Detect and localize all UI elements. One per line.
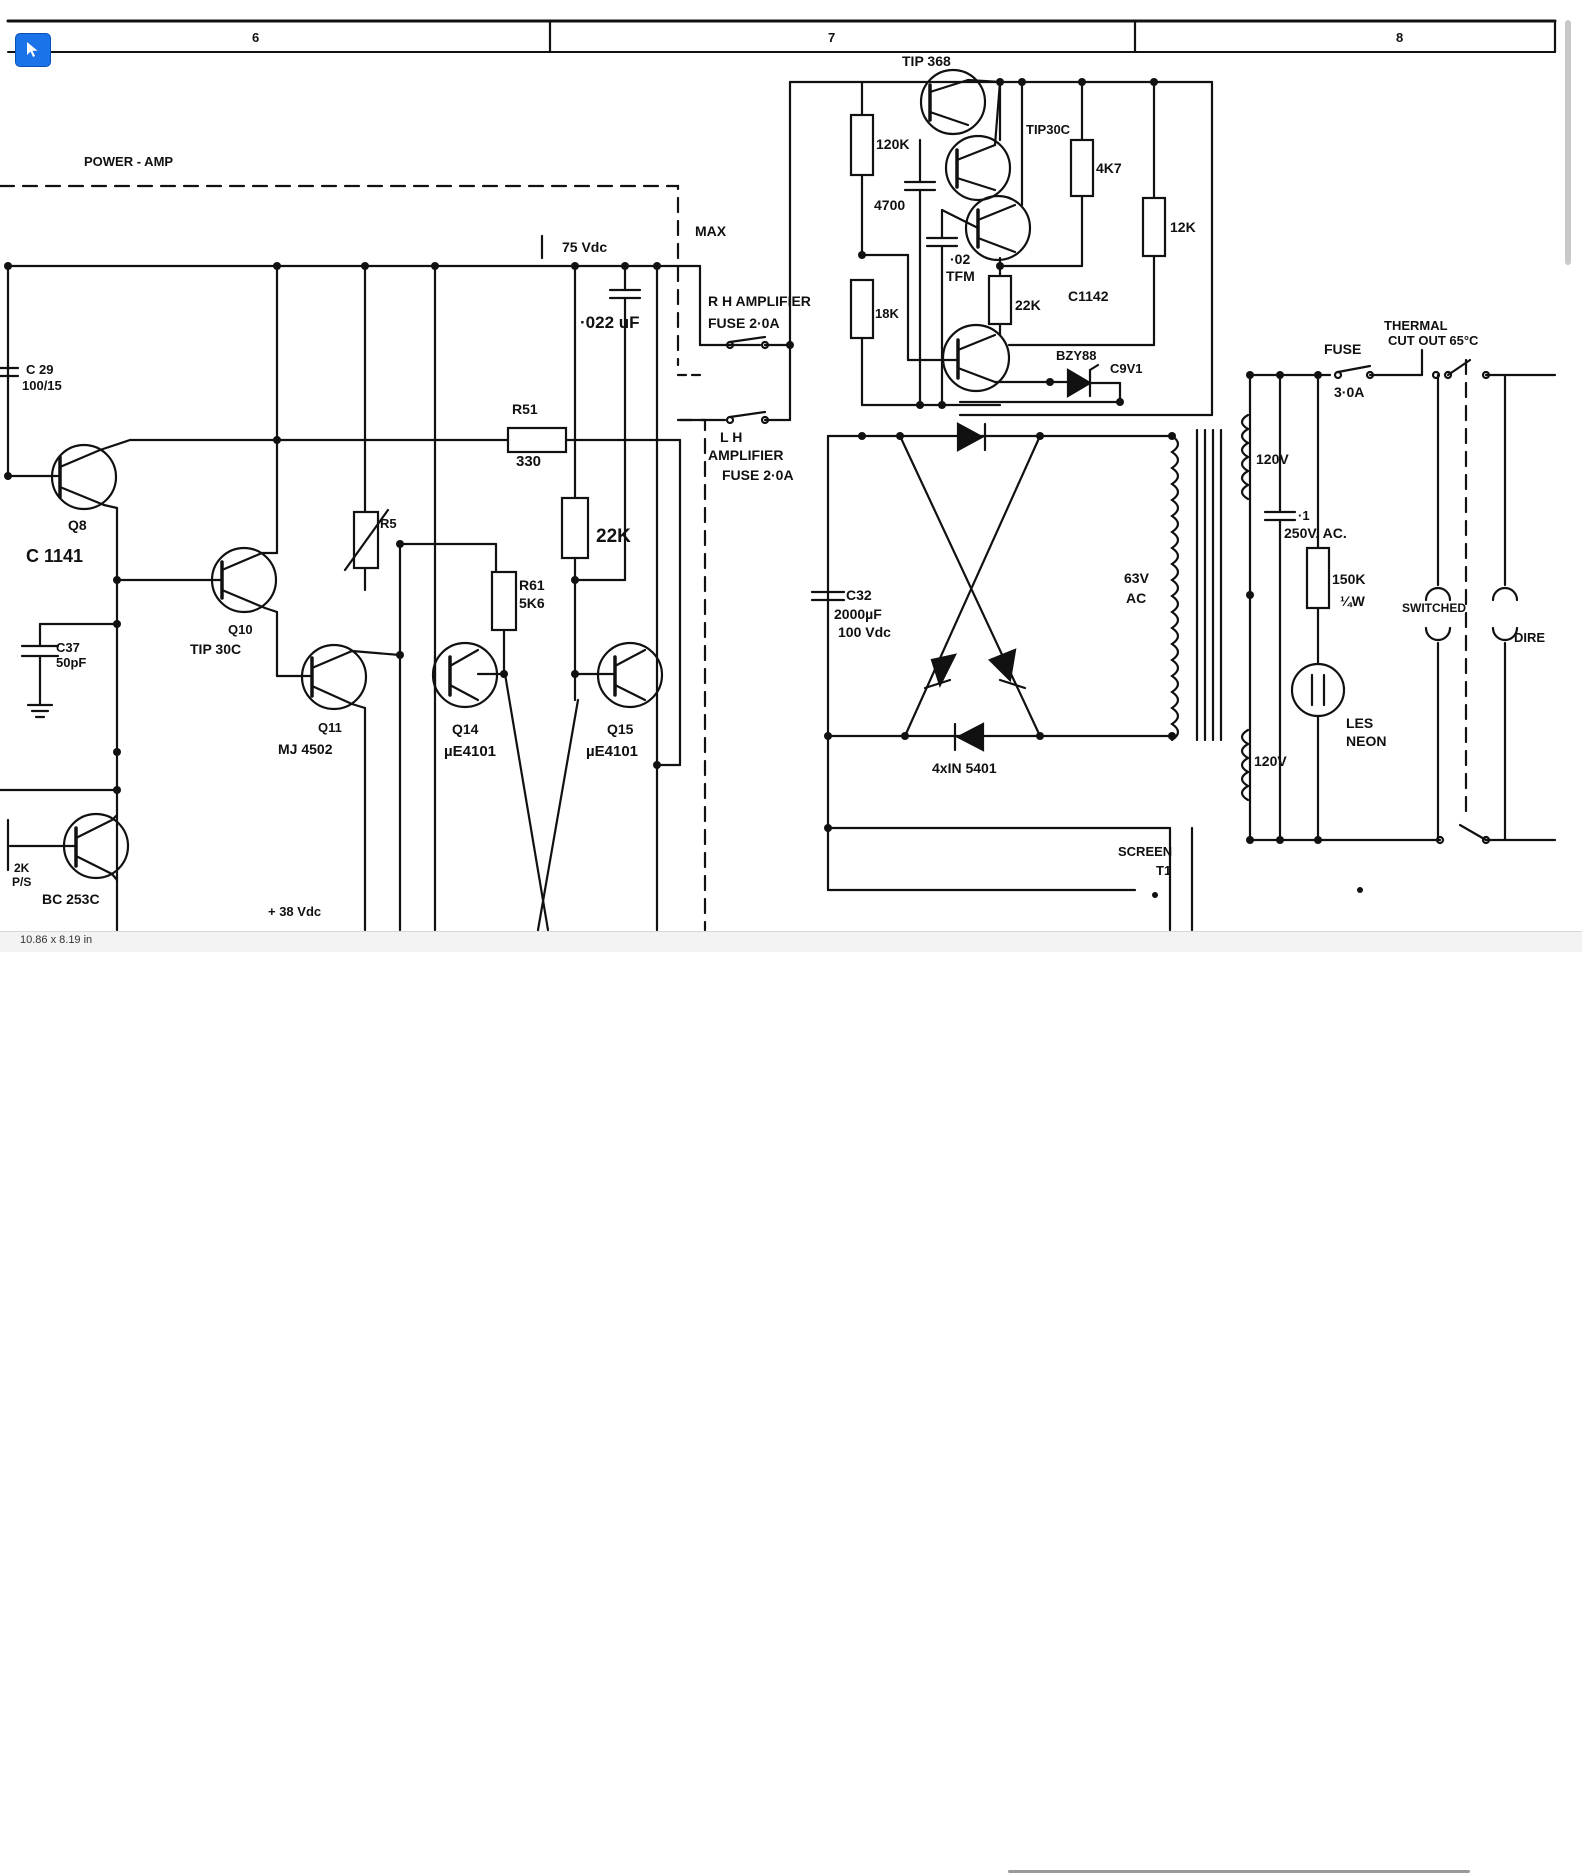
label-4700: 4700	[874, 197, 905, 213]
label-cap-022: ·022 uF	[580, 313, 640, 332]
label-bzy88: BZY88	[1056, 348, 1096, 363]
label-c29-val: 100/15	[22, 378, 62, 393]
label-38vdc: + 38 Vdc	[268, 904, 321, 919]
label-r61: R61	[519, 577, 545, 593]
label-63v: 63V	[1124, 570, 1150, 586]
label-q10: Q10	[228, 622, 253, 637]
label-r22k-left: 22K	[596, 526, 631, 547]
page-dimensions: 10.86 x 8.19 in	[20, 934, 93, 946]
label-4xin5401: 4xIN 5401	[932, 760, 997, 776]
label-max: MAX	[695, 223, 727, 239]
schematic-diagram: 6 7 8 POWER - AMP MAX 75 Vdc ·022 uF C 2…	[0, 19, 1557, 932]
label-screen: SCREEN	[1118, 844, 1172, 859]
label-c32-val: 2000µF	[834, 606, 882, 622]
label-power-amp: POWER - AMP	[84, 154, 173, 169]
label-les: LES	[1346, 715, 1373, 731]
label-2k: 2K	[14, 861, 30, 875]
label-thermal: THERMAL	[1384, 318, 1448, 333]
label-cutout: CUT OUT 65°C	[1388, 333, 1479, 348]
label-fuse: FUSE	[1324, 341, 1361, 357]
label-mj4502: MJ 4502	[278, 741, 333, 757]
label-150k: 150K	[1332, 571, 1365, 587]
label-12k: 12K	[1170, 219, 1196, 235]
label-c1142: C1142	[1068, 288, 1109, 304]
label-lh-amplifier: AMPLIFIER	[708, 447, 783, 463]
label-22k-reg: 22K	[1015, 297, 1041, 313]
label-q8: Q8	[68, 517, 87, 533]
select-tool-button[interactable]	[16, 34, 50, 66]
label-r5: R5	[380, 516, 397, 531]
label-c32: C32	[846, 587, 872, 603]
label-lh-fuse: FUSE 2·0A	[722, 467, 794, 483]
ruler-col-8: 8	[1396, 30, 1403, 45]
label-rh-amplifier: R H AMPLIFIER	[708, 293, 811, 309]
ruler-col-7: 7	[828, 30, 835, 45]
label-tip30c-q10: TIP 30C	[190, 641, 241, 657]
label-q11: Q11	[318, 720, 342, 735]
label-02: ·02	[950, 251, 970, 267]
status-bar: 10.86 x 8.19 in	[0, 931, 1582, 1873]
label-c37: C37	[56, 640, 80, 655]
label-bc253c: BC 253C	[42, 891, 100, 907]
label-250v-ac: 250V. AC.	[1284, 525, 1347, 541]
label-4k7: 4K7	[1096, 160, 1122, 176]
label-q15: Q15	[607, 721, 634, 737]
label-quarter-w: ¼W	[1340, 593, 1366, 609]
label-r51-val: 330	[516, 453, 541, 470]
label-ac: AC	[1126, 590, 1146, 606]
label-c1141: C 1141	[26, 546, 83, 566]
label-tip30c-reg: TIP30C	[1026, 122, 1071, 137]
label-switched: SWITCHED	[1402, 601, 1466, 615]
label-ue4101-b: µE4101	[586, 743, 638, 760]
label-t1: T1	[1156, 863, 1171, 878]
label-rh-fuse: FUSE 2·0A	[708, 315, 780, 331]
label-c9v1: C9V1	[1110, 361, 1143, 376]
label-r61-val: 5K6	[519, 595, 545, 611]
label-75vdc: 75 Vdc	[562, 239, 607, 255]
document-viewer: 6 7 8 POWER - AMP MAX 75 Vdc ·022 uF C 2…	[0, 19, 1582, 1873]
ruler-col-6: 6	[252, 30, 259, 45]
label-q14: Q14	[452, 721, 479, 737]
label-lh: L H	[720, 429, 742, 445]
label-18k: 18K	[875, 306, 899, 321]
label-fuse-val: 3·0A	[1334, 384, 1364, 400]
label-120v-top: 120V	[1256, 451, 1289, 467]
label-direct: DIRE	[1514, 630, 1545, 645]
label-120v-bottom: 120V	[1254, 753, 1287, 769]
label-r51: R51	[512, 401, 538, 417]
label-tip368: TIP 368	[902, 53, 951, 69]
label-c37-val: 50pF	[56, 655, 86, 670]
label-ps: P/S	[12, 875, 31, 889]
label-120k: 120K	[876, 136, 909, 152]
label-ue4101-a: µE4101	[444, 743, 496, 760]
label-tfm: TFM	[946, 268, 975, 284]
label-c32-volt: 100 Vdc	[838, 624, 891, 640]
label-c29: C 29	[26, 362, 53, 377]
pointer-arrow-icon	[27, 42, 38, 57]
label-neon: NEON	[1346, 733, 1386, 749]
label-cap-1: ·1	[1298, 508, 1310, 523]
vertical-scrollbar[interactable]	[1565, 20, 1571, 265]
